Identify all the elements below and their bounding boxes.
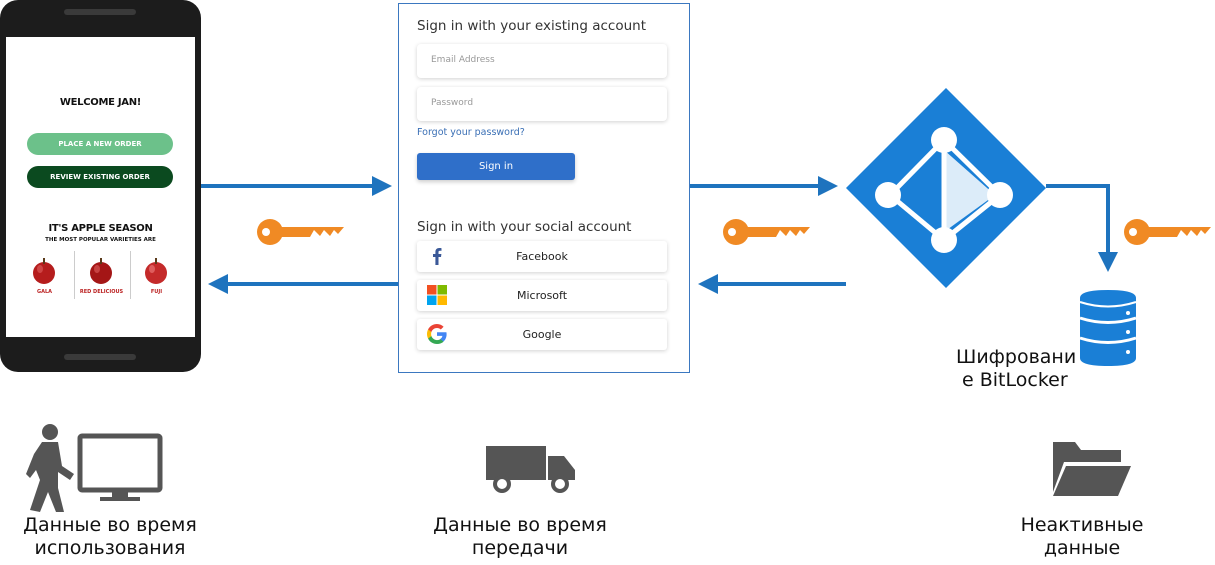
password-placeholder: Password (431, 98, 474, 108)
caption-at-rest: Неактивные данные (1002, 514, 1162, 560)
bitlocker-label-line1: Шифровани (956, 346, 1077, 368)
apple-label: GALA (36, 289, 53, 295)
caption-in-use-line1: Данные во время (23, 514, 197, 536)
welcome-text: WELCOME JAN! (59, 97, 142, 108)
caption-in-use-line2: использования (34, 537, 186, 559)
key-icon (723, 219, 810, 245)
truck-icon (486, 446, 575, 493)
forgot-password-link[interactable]: Forgot your password? (417, 127, 525, 138)
signin-panel: Sign in with your existing account Email… (398, 3, 690, 373)
facebook-button[interactable]: Facebook (417, 241, 667, 272)
caption-in-transit-line1: Данные во время (433, 514, 607, 536)
arrow-to-storage (1046, 184, 1118, 272)
phone-home-bar (64, 354, 136, 360)
divider (130, 251, 131, 299)
season-title: IT'S APPLE SEASON (48, 223, 153, 234)
caption-at-rest-line1: Неактивные (1020, 514, 1144, 536)
apple-icon (90, 258, 112, 284)
signin-button[interactable]: Sign in (417, 153, 575, 180)
folder-icon (1053, 442, 1131, 496)
password-field[interactable]: Password (417, 87, 667, 121)
facebook-icon (433, 248, 442, 265)
phone-speaker (64, 9, 136, 15)
apple-item: RED DELICIOUS (75, 251, 128, 301)
microsoft-icon (427, 285, 447, 305)
database-icon (1079, 290, 1137, 366)
existing-account-heading: Sign in with your existing account (417, 18, 646, 34)
google-button[interactable]: Google (417, 319, 667, 350)
caption-in-transit: Данные во время передачи (410, 514, 630, 560)
google-icon (427, 324, 447, 344)
bitlocker-label-line2: е BitLocker (962, 369, 1068, 391)
season-subtitle: THE MOST POPULAR VARIETIES ARE (45, 237, 156, 243)
apple-item: FUJI (130, 251, 183, 301)
azure-ad-icon (846, 88, 1046, 288)
place-order-button[interactable]: PLACE A NEW ORDER (27, 133, 173, 155)
phone-mockup: WELCOME JAN! PLACE A NEW ORDER REVIEW EX… (0, 0, 201, 372)
key-icon (257, 219, 344, 245)
facebook-label: Facebook (516, 250, 568, 263)
caption-in-transit-line2: передачи (471, 537, 569, 559)
caption-at-rest-line2: данные (1043, 537, 1121, 559)
person-at-computer-icon (26, 424, 163, 512)
social-account-heading: Sign in with your social account (417, 219, 632, 235)
apple-item: GALA (18, 251, 71, 301)
apple-list: GALA RED DELICIOUS FUJI (18, 251, 183, 301)
key-icon (1124, 219, 1211, 245)
apple-icon (145, 258, 167, 284)
email-field[interactable]: Email Address (417, 44, 667, 78)
microsoft-button[interactable]: Microsoft (417, 280, 667, 311)
microsoft-label: Microsoft (516, 289, 568, 302)
google-label: Google (522, 328, 562, 341)
email-placeholder: Email Address (431, 55, 495, 65)
apple-label: RED DELICIOUS (79, 289, 124, 295)
bitlocker-label: Шифровани е BitLocker (946, 346, 1086, 392)
review-order-button[interactable]: REVIEW EXISTING ORDER (27, 166, 173, 188)
apple-icon (33, 258, 55, 284)
phone-screen: WELCOME JAN! PLACE A NEW ORDER REVIEW EX… (6, 37, 195, 337)
caption-in-use: Данные во время использования (0, 514, 220, 560)
apple-label: FUJI (150, 289, 163, 295)
divider (74, 251, 75, 299)
